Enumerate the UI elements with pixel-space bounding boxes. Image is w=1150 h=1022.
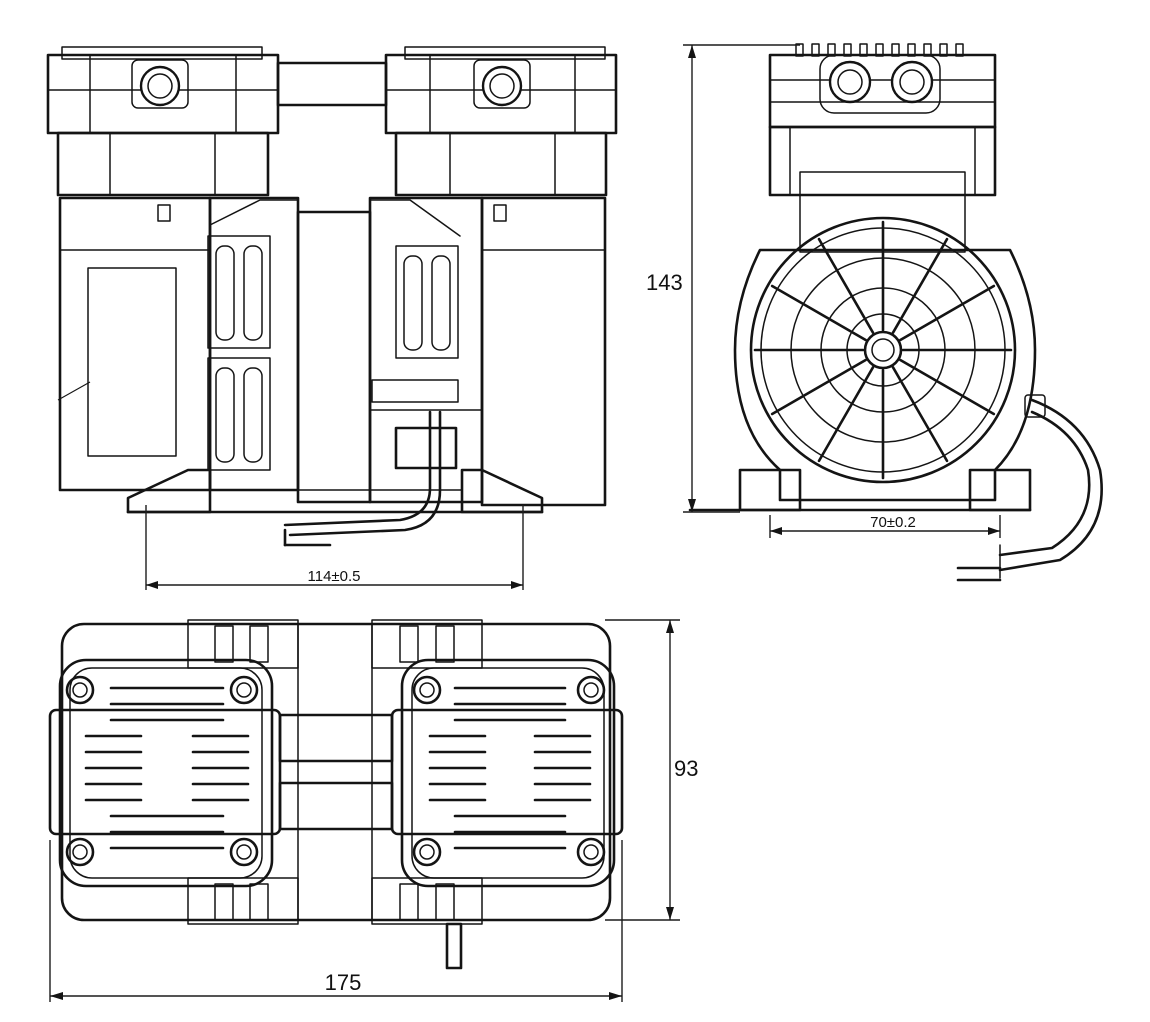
left-head-plate	[48, 658, 282, 888]
end-view	[688, 43, 1103, 582]
motor-section	[296, 210, 372, 504]
left-label-plate	[87, 267, 177, 457]
height-label: 143	[646, 270, 683, 295]
left-crankcase	[58, 196, 212, 492]
side-mount-spacing-dimension: 114±0.5	[145, 505, 524, 590]
right-cylinder	[394, 131, 608, 197]
left-vent-upper	[207, 235, 271, 349]
side-mount-spacing-label: 114±0.5	[308, 568, 361, 585]
side-power-cable	[288, 410, 442, 537]
left-fan-housing	[208, 196, 300, 492]
left-vent-lower	[207, 357, 271, 471]
side-view	[46, 46, 618, 547]
top-view-latches	[214, 625, 455, 921]
end-power-cable	[998, 398, 1103, 572]
top-connecting-pipe	[276, 61, 388, 107]
right-head-plate	[390, 658, 624, 888]
height-dimension: 143	[646, 44, 800, 513]
top-view-cable-stub	[445, 922, 463, 970]
left-head-bolts	[65, 675, 259, 867]
end-port-right	[890, 60, 934, 104]
end-left-foot	[738, 468, 802, 512]
end-mount-spacing-label: 70±0.2	[870, 514, 916, 531]
top-pipe-lower	[278, 781, 394, 831]
end-port-left	[828, 60, 872, 104]
depth-dimension: 93	[605, 619, 698, 921]
left-cylinder	[56, 131, 270, 197]
right-head-bolts	[412, 675, 606, 867]
motor-housing	[733, 248, 1037, 502]
terminal-box	[371, 379, 459, 403]
fan-guard-outer	[749, 216, 1017, 484]
fan-hub	[863, 330, 903, 370]
end-head-cover	[768, 53, 997, 129]
right-fan-housing	[368, 196, 484, 504]
end-mount-spacing-dimension: 70±0.2	[769, 514, 1001, 538]
right-head-cover	[384, 46, 618, 135]
top-view	[48, 619, 624, 970]
right-crankcase	[480, 196, 607, 507]
right-vent	[395, 245, 459, 359]
fan-guard-spokes	[753, 220, 1013, 480]
length-dimension: 175	[49, 840, 623, 1002]
end-right-foot	[968, 468, 1032, 512]
top-view-body	[60, 622, 612, 922]
left-head-cover	[46, 46, 280, 135]
length-label: 175	[325, 970, 362, 995]
top-pipe-upper	[278, 713, 394, 763]
depth-label: 93	[674, 756, 698, 781]
